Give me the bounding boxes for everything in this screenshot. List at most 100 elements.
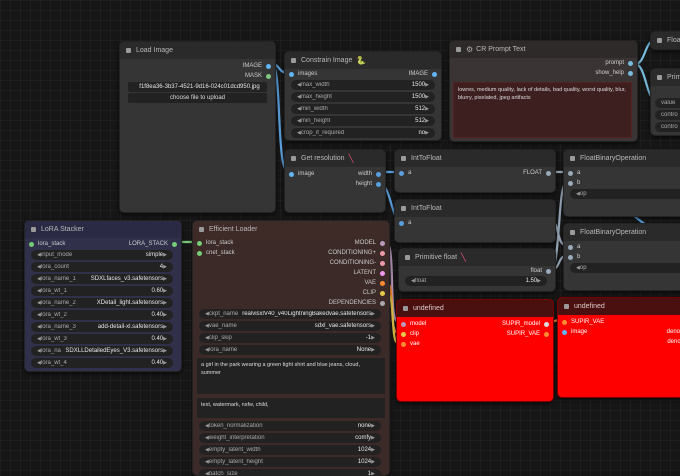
lora-stack-input-port[interactable]: lora_stack [197, 238, 233, 248]
arrow-right-icon[interactable]: ▶ [371, 459, 375, 465]
arrow-right-icon[interactable]: ▶ [163, 348, 167, 354]
arrow-left-icon[interactable]: ◀ [205, 471, 209, 476]
arrow-left-icon[interactable]: ◀ [297, 118, 301, 124]
lora-stack-input-port[interactable]: lora_stack [29, 239, 65, 249]
arrow-left-icon[interactable]: ◀ [205, 447, 209, 453]
arrow-left-icon[interactable]: ◀ [205, 435, 209, 441]
dependencies-output-port[interactable]: DEPENDENCIES [329, 298, 385, 308]
supir-model-output-port[interactable]: SUPIR_model [502, 319, 549, 329]
float-binary-operation-node-2[interactable]: FloatBinaryOperation a b ◀op [563, 223, 680, 291]
lora-name-4-widget[interactable]: ◀lora_name_4SDXLLDetailedEyes_V3.safeten… [31, 346, 173, 356]
int-to-float-node-1[interactable]: IntToFloat a FLOAT [394, 149, 556, 193]
conditioning-neg-output-port[interactable]: CONDITIONING- [330, 258, 385, 268]
vae-output-port[interactable]: VAE [364, 278, 385, 288]
op-select[interactable]: ◀op [570, 263, 680, 273]
arrow-right-icon[interactable]: ▶ [163, 336, 167, 342]
float-node[interactable]: Float [650, 31, 680, 50]
show-help-output-port[interactable]: show_help [595, 68, 633, 78]
control-widget[interactable]: contro [655, 110, 680, 120]
model-output-port[interactable]: MODEL [355, 238, 385, 248]
upload-button[interactable]: choose file to upload [128, 93, 267, 103]
mask-output-port[interactable]: MASK [245, 71, 271, 81]
value-widget[interactable]: value [655, 98, 680, 108]
clip-input-port[interactable]: clip [401, 329, 419, 339]
cr-prompt-text-node[interactable]: ⚙CR Prompt Text prompt show_help lowres,… [449, 40, 638, 142]
arrow-left-icon[interactable]: ◀ [37, 288, 41, 294]
vae-input-port[interactable]: vae [401, 339, 420, 349]
b-input-port[interactable]: b [568, 178, 580, 188]
op-select[interactable]: ◀op [570, 189, 680, 199]
arrow-left-icon[interactable]: ◀ [576, 265, 580, 271]
arrow-right-icon[interactable]: ▶ [425, 118, 429, 124]
image-output-port[interactable]: IMAGE [243, 61, 271, 71]
model-input-port[interactable]: model [401, 319, 426, 329]
arrow-right-icon[interactable]: ▶ [425, 106, 429, 112]
arrow-left-icon[interactable]: ◀ [37, 324, 41, 330]
latent-output-port[interactable]: LATENT [353, 268, 385, 278]
b-input-port[interactable]: b [568, 252, 580, 262]
arrow-right-icon[interactable]: ▶ [371, 435, 375, 441]
image-input-port[interactable]: image [289, 169, 314, 179]
arrow-left-icon[interactable]: ◀ [205, 423, 209, 429]
arrow-left-icon[interactable]: ◀ [205, 335, 209, 341]
denoised-output-port[interactable]: deno [666, 329, 680, 335]
float-output-port[interactable]: FLOAT [523, 168, 551, 178]
arrow-left-icon[interactable]: ◀ [205, 459, 209, 465]
control-widget-2[interactable]: contro [655, 122, 680, 132]
arrow-right-icon[interactable]: ▶ [425, 130, 429, 136]
get-resolution-node[interactable]: Get resolution╲ image width height [284, 149, 386, 213]
a-input-port[interactable]: a [568, 168, 580, 178]
arrow-left-icon[interactable]: ◀ [37, 276, 41, 282]
arrow-right-icon[interactable]: ▶ [371, 471, 375, 476]
arrow-left-icon[interactable]: ◀ [37, 348, 41, 354]
arrow-left-icon[interactable]: ◀ [37, 312, 41, 318]
arrow-left-icon[interactable]: ◀ [205, 311, 209, 317]
width-output-port[interactable]: width [358, 169, 381, 179]
undefined-node-1[interactable]: undefined model clip vae SUPIR_model SUP… [396, 299, 554, 402]
arrow-left-icon[interactable]: ◀ [297, 130, 301, 136]
conditioning-pos-output-port[interactable]: CONDITIONING+ [328, 248, 385, 258]
arrow-left-icon[interactable]: ◀ [37, 336, 41, 342]
prompt-output-port[interactable]: prompt [605, 58, 633, 68]
arrow-right-icon[interactable]: ▶ [163, 288, 167, 294]
float-output-port[interactable]: float [531, 266, 551, 276]
lora-stack-output-port[interactable]: LORA_STACK [129, 239, 177, 249]
a-input-port[interactable]: a [399, 168, 411, 178]
arrow-left-icon[interactable]: ◀ [37, 264, 41, 270]
arrow-left-icon[interactable]: ◀ [37, 360, 41, 366]
arrow-right-icon[interactable]: ▶ [371, 335, 375, 341]
int-to-float-node-2[interactable]: IntToFloat a [394, 199, 556, 243]
images-input-port[interactable]: images [289, 69, 317, 79]
arrow-right-icon[interactable]: ▶ [163, 324, 167, 330]
primitive-node-right[interactable]: Primit value contro contro [650, 68, 680, 136]
height-output-port[interactable]: height [356, 179, 381, 189]
arrow-right-icon[interactable]: ▶ [371, 347, 375, 353]
prompt-textarea[interactable]: lowres, medium quality, lack of details,… [453, 82, 632, 138]
arrow-left-icon[interactable]: ◀ [411, 278, 415, 284]
arrow-left-icon[interactable]: ◀ [297, 106, 301, 112]
a-input-port[interactable]: a [568, 242, 580, 252]
arrow-right-icon[interactable]: ▶ [371, 423, 375, 429]
undefined-node-2[interactable]: undefined SUPIR_VAE image deno denoi [557, 297, 680, 398]
image-input-port[interactable]: image [562, 327, 587, 337]
arrow-right-icon[interactable]: ▶ [425, 94, 429, 100]
arrow-right-icon[interactable]: ▶ [371, 311, 375, 317]
constrain-image-node[interactable]: Constrain Image🐍 images IMAGE ◀max_width… [284, 51, 442, 141]
